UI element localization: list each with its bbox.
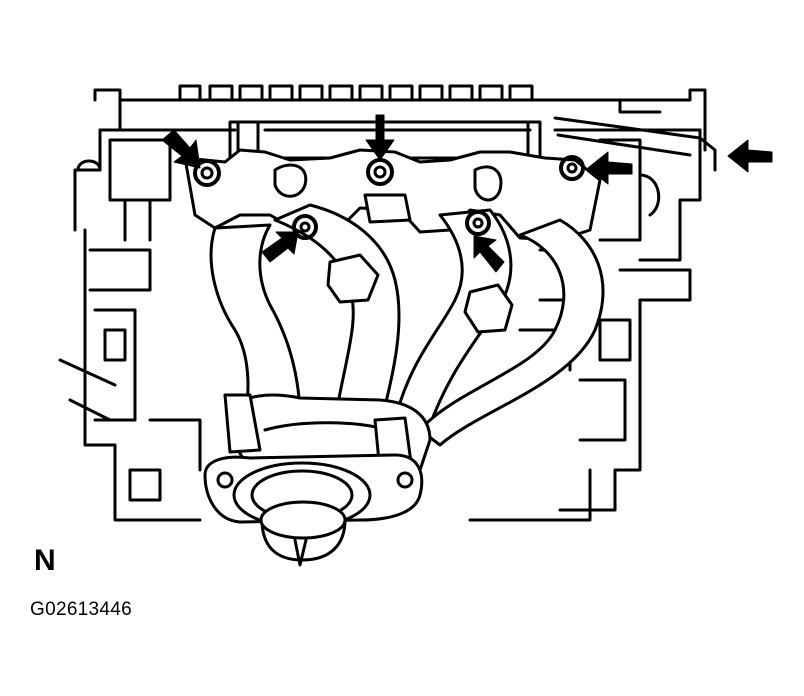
figure-code: G02613446 xyxy=(30,599,133,620)
corner-letter: N xyxy=(34,544,56,577)
manifold-nut-icon xyxy=(193,155,585,240)
exhaust-manifold-icon xyxy=(183,148,605,474)
engine-block-icon xyxy=(58,84,717,522)
manifold-flange-icon xyxy=(203,453,424,567)
callout-arrow-icon xyxy=(161,114,773,273)
